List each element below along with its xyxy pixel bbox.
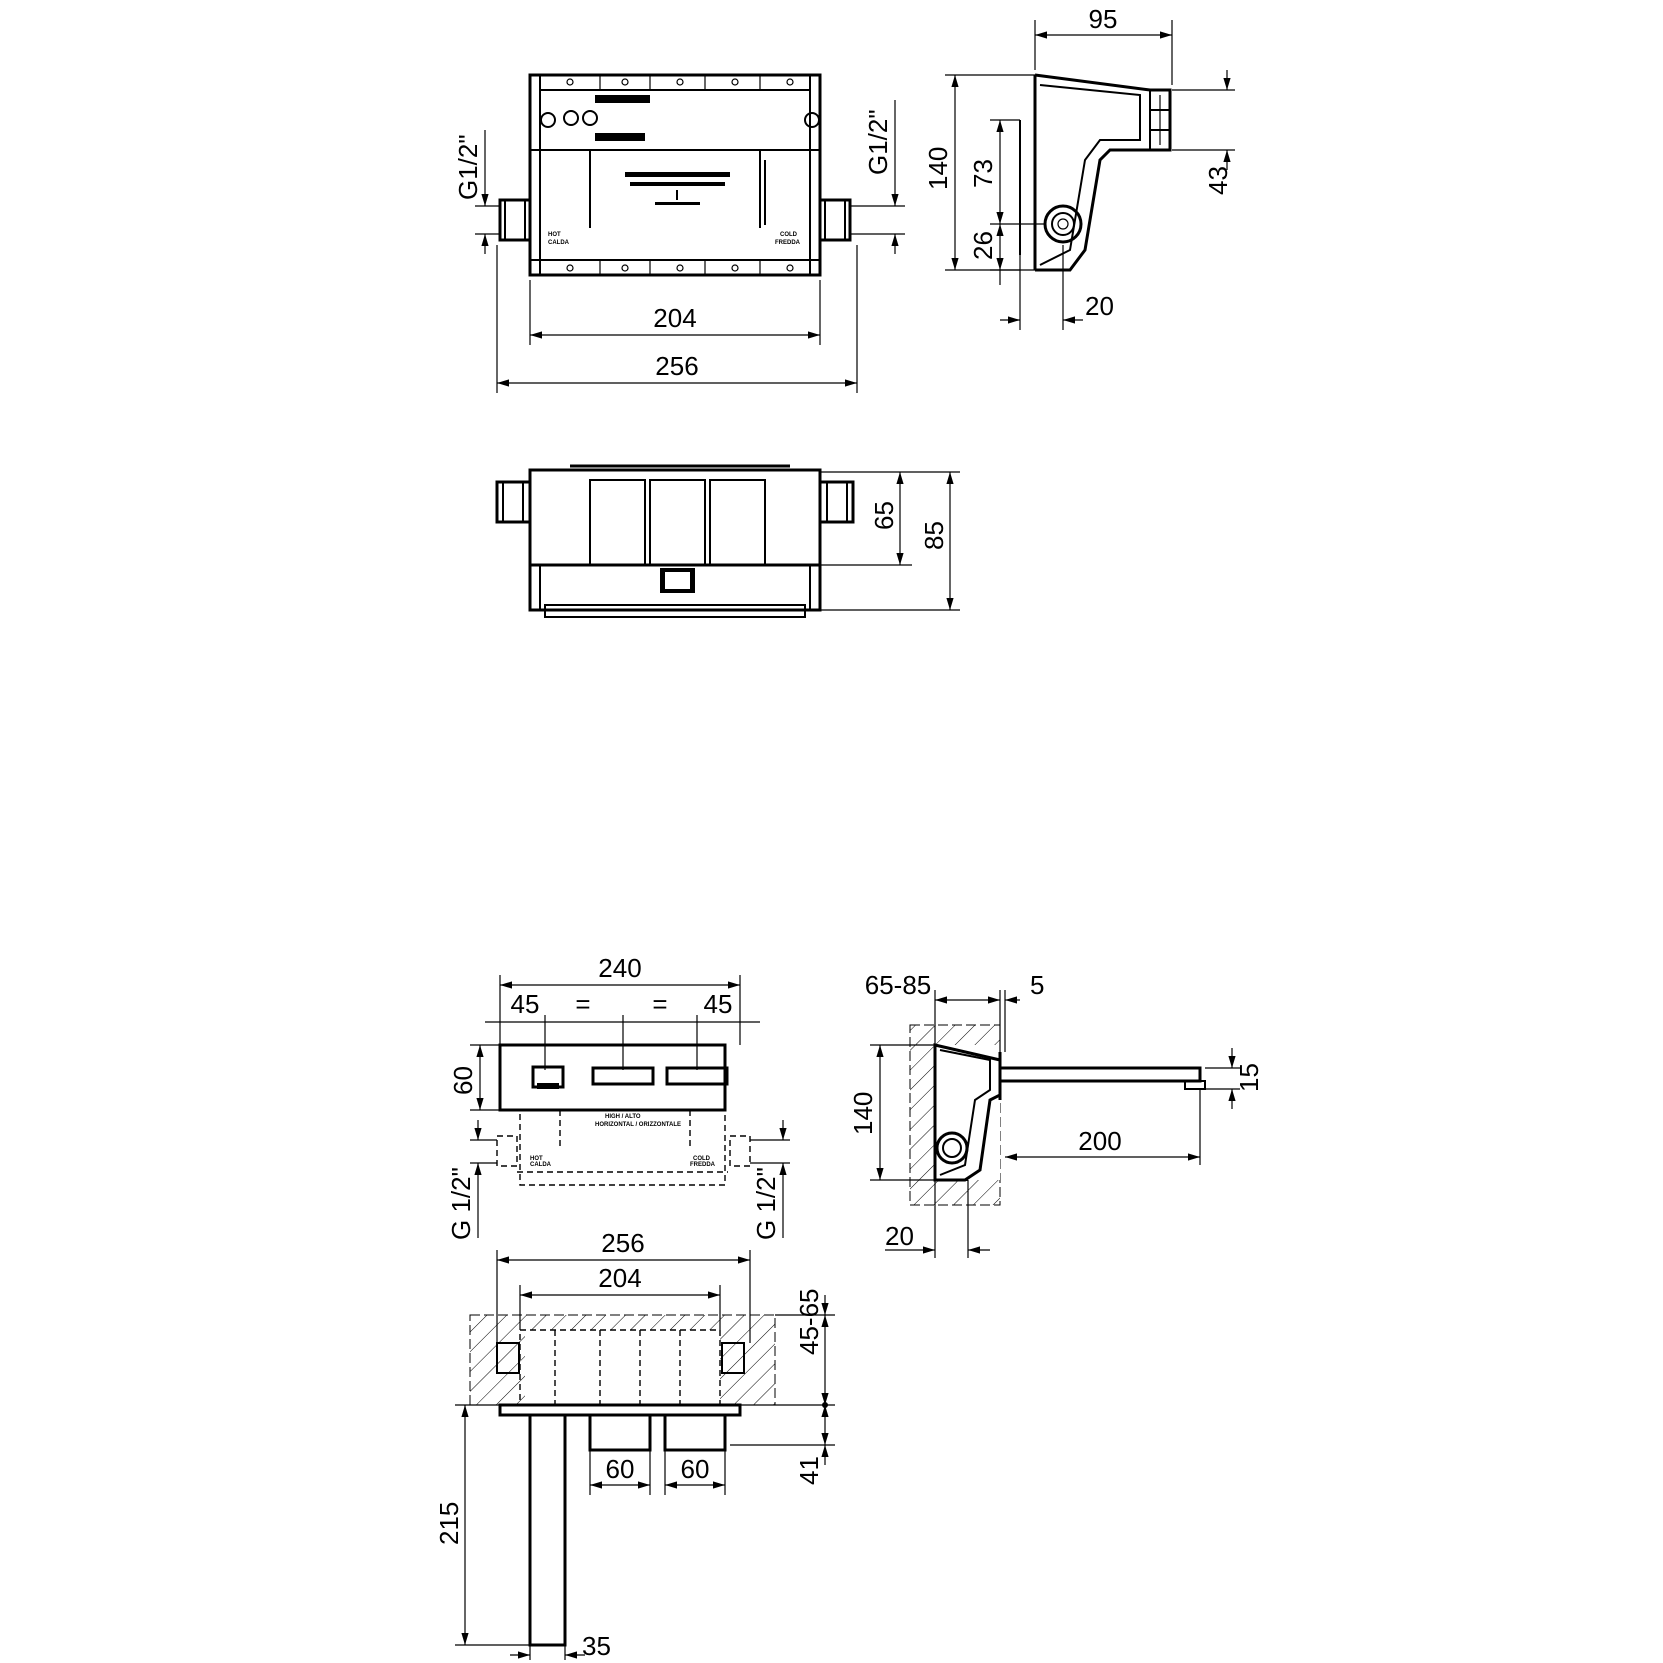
dim-73: 73	[968, 159, 998, 188]
dim-204-installed: 204	[598, 1263, 641, 1293]
dim-60-knob2: 60	[681, 1454, 710, 1484]
dim-45-65: 45-65	[794, 1289, 824, 1356]
dim-200: 200	[1078, 1126, 1121, 1156]
dim-5: 5	[1030, 970, 1044, 1000]
svg-text:HIGH / ALTO: HIGH / ALTO	[605, 1114, 641, 1120]
dim-60-height: 60	[448, 1066, 478, 1095]
dim-85: 85	[919, 521, 949, 550]
thread-right: G1/2"	[863, 109, 893, 175]
dims-top-installed: 256 204 45-65 41 60 60 215 35	[434, 1228, 835, 1661]
dim-45-left: 45	[511, 989, 540, 1019]
hot-label: HOT	[548, 232, 561, 238]
dim-45-right: 45	[704, 989, 733, 1019]
svg-text:HOT: HOT	[530, 1156, 543, 1162]
dim-215: 215	[434, 1502, 464, 1545]
dims-side-installed: 65-85 5 140 200 15 20	[848, 970, 1264, 1258]
dim-eq-1: =	[575, 989, 590, 1019]
dim-240: 240	[598, 953, 641, 983]
dim-65-85: 65-85	[865, 970, 932, 1000]
dim-60-knob1: 60	[606, 1454, 635, 1484]
dim-41: 41	[794, 1456, 824, 1485]
svg-text:HORIZONTAL / ORIZZONTALE: HORIZONTAL / ORIZZONTALE	[595, 1122, 681, 1128]
thread-right-installed: G 1/2"	[751, 1167, 781, 1240]
svg-text:FREDDA: FREDDA	[690, 1162, 716, 1168]
dim-204: 204	[653, 303, 696, 333]
side-view-box	[1019, 73, 1172, 272]
dim-20-installed: 20	[885, 1221, 914, 1251]
dim-65: 65	[869, 501, 899, 530]
top-view-installed	[469, 1314, 776, 1647]
fredda-label: FREDDA	[775, 240, 801, 246]
svg-text:CALDA: CALDA	[530, 1162, 552, 1168]
dim-140-installed: 140	[848, 1092, 878, 1135]
dim-256-installed: 256	[601, 1228, 644, 1258]
front-view-installed: HIGH / ALTO HORIZONTAL / ORIZZONTALE HOT…	[496, 1043, 751, 1186]
dim-15: 15	[1234, 1063, 1264, 1092]
front-view-box: HOT CALDA COLD FREDDA	[498, 73, 852, 277]
dim-256: 256	[655, 351, 698, 381]
side-view-installed	[909, 1024, 1206, 1206]
dim-140: 140	[923, 147, 953, 190]
dim-eq-2: =	[652, 989, 667, 1019]
dims-top-box: 65 85	[820, 471, 960, 611]
dim-43: 43	[1203, 166, 1233, 195]
top-view-box	[495, 464, 855, 618]
thread-left-installed: G 1/2"	[446, 1167, 476, 1240]
dims-side-box: 95 140 73 26 43 20	[923, 4, 1235, 330]
thread-left: G1/2"	[453, 134, 483, 200]
cold-label: COLD	[780, 232, 798, 238]
svg-text:COLD: COLD	[693, 1156, 711, 1162]
dim-35: 35	[582, 1631, 611, 1661]
dim-20-side: 20	[1085, 291, 1114, 321]
dims-front-box: 204 256 G1/2" G1/2"	[453, 100, 905, 393]
calda-label: CALDA	[548, 240, 570, 246]
dim-95: 95	[1089, 4, 1118, 34]
dim-26: 26	[968, 231, 998, 260]
dims-front-installed: 240 45 = = 45 60 G 1/2" G 1/2"	[446, 953, 790, 1240]
